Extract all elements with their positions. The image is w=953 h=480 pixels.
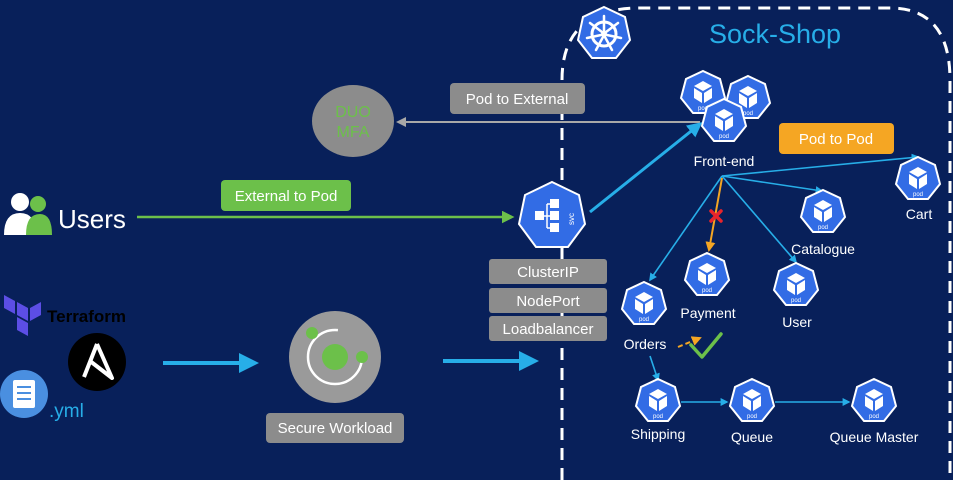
red-x-icon [709,209,723,223]
frontend-pod-2: pod [725,75,771,119]
frontend-to-user-arrow [721,175,798,264]
frontend-to-catalogue-arrow [721,175,824,195]
user-pod: pod [773,262,819,306]
frontend-label: Front-end [694,153,755,169]
yml-label: .yml [49,401,84,422]
pod-text: pod [719,134,729,140]
pod-text: pod [653,414,663,420]
kubernetes-helm-icon [576,5,632,59]
orders-label: Orders [624,336,667,352]
pod-text: pod [747,414,757,420]
orders-to-payment-allowed-arrow [677,336,702,348]
catalogue-pod: pod [800,189,846,233]
pod-text: pod [639,317,649,323]
svg-text:Secure Workload: Secure Workload [278,420,393,437]
cart-pod: pod [895,156,941,200]
svc-type-clusterip: ClusterIP [489,259,607,284]
terraform-icon [4,295,41,336]
orders-to-shipping-arrow [649,355,660,382]
orders-pod: pod [621,281,667,325]
queue-pod: pod [729,378,775,422]
pod-text: pod [869,414,879,420]
terraform-label: Terraform [47,307,126,326]
service-icon: svc [517,180,587,248]
pod-text: pod [791,298,801,304]
svg-text:NodePort: NodePort [516,293,580,310]
svg-text:Loadbalancer: Loadbalancer [503,321,594,338]
ansible-icon [68,333,126,391]
cart-label: Cart [906,206,933,222]
svg-text:ClusterIP: ClusterIP [517,264,579,281]
payment-pod: pod [684,252,730,296]
secure-workload-icon [289,311,381,403]
sock-shop-boundary [560,6,952,480]
pod-text: pod [698,106,708,112]
duo-mfa-node: DUO MFA [312,85,394,157]
mfa-label: MFA [337,124,370,141]
queue-master-pod: pod [851,378,897,422]
pod-to-external-label: Pod to External [450,83,585,114]
frontend-to-orders-arrow [649,175,723,282]
svg-text:External to Pod: External to Pod [235,188,338,205]
svc-type-nodeport: NodePort [489,288,607,313]
users-icon [4,193,52,235]
pod-text: pod [702,288,712,294]
frontend-pod-1: pod [680,70,726,114]
pod-to-pod-label: Pod to Pod [779,123,894,154]
queue-master-label: Queue Master [830,429,919,445]
document-icon [0,370,48,418]
external-to-pod-label: External to Pod [221,180,351,211]
queue-label: Queue [731,429,773,445]
pod-text: pod [818,225,828,231]
svc-type-loadbalancer: Loadbalancer [489,316,607,341]
diagram-title: Sock-Shop [709,19,841,49]
secure-workload-label: Secure Workload [266,413,404,443]
green-check-icon [689,332,723,359]
svc-to-frontend-arrow [589,122,703,214]
svg-text:Pod to External: Pod to External [466,91,569,108]
pod-text: pod [913,192,923,198]
frontend-pod-3: pod [701,98,747,142]
shipping-label: Shipping [631,426,686,442]
payment-label: Payment [680,305,735,321]
shipping-pod: pod [635,378,681,422]
svg-text:Pod to Pod: Pod to Pod [799,131,873,148]
user-label: User [782,314,812,330]
users-label: Users [58,204,126,234]
catalogue-label: Catalogue [791,241,855,257]
svc-text: svc [567,213,576,225]
frontend-to-cart-arrow [721,153,920,177]
pod-text: pod [743,111,753,117]
duo-label: DUO [335,104,371,121]
